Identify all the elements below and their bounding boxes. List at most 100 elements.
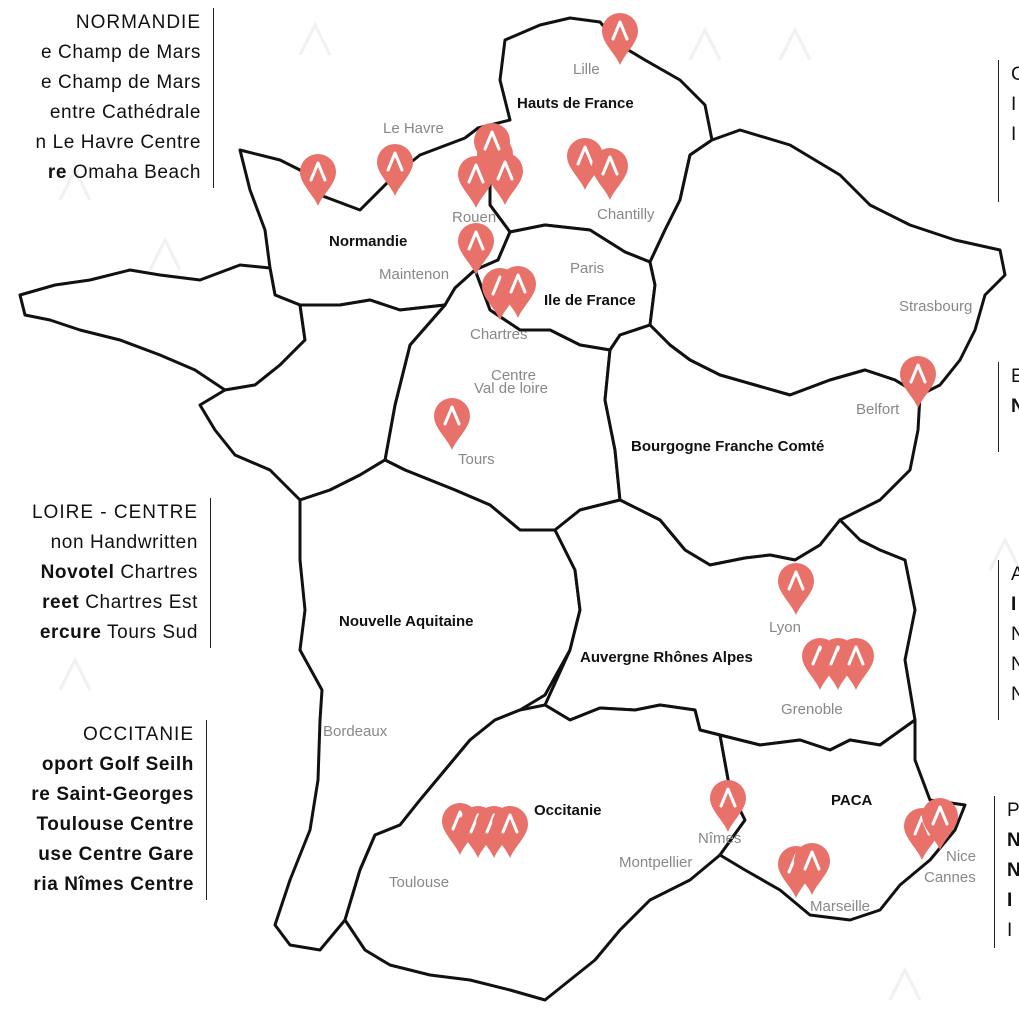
location-pin-icon[interactable] <box>794 843 830 895</box>
hotel-entry[interactable]: N <box>1011 650 1019 680</box>
panel-hauts-de-france: C I I <box>998 60 1019 202</box>
hotel-entry[interactable]: n Le Havre Centre <box>36 128 201 158</box>
hotel-brand: re <box>47 162 68 183</box>
hotel-entry[interactable]: use Centre Gare <box>31 840 194 870</box>
region-occitanie[interactable] <box>343 703 747 1002</box>
hotel-entry[interactable]: I <box>1007 886 1019 916</box>
hotel-name: N <box>1007 860 1019 881</box>
region-grand-est[interactable] <box>648 128 1007 397</box>
hotel-entry[interactable]: reet Chartres Est <box>32 588 198 618</box>
city-label: Nîmes <box>698 830 741 847</box>
panel-occitanie: OCCITANIE oport Golf Seilh re Saint-Geor… <box>31 720 207 900</box>
region-label-normandie: Normandie <box>329 233 407 250</box>
hotel-brand: Novotel <box>40 562 115 583</box>
city-label: Lyon <box>769 619 801 636</box>
location-pin-icon[interactable] <box>377 144 413 196</box>
hotel-pins <box>300 13 958 898</box>
hotel-name: e Champ de Mars <box>40 72 201 93</box>
hotel-name: Chartres Est <box>79 592 198 613</box>
panel-title: LOIRE - CENTRE <box>31 502 198 523</box>
location-pin-icon[interactable] <box>458 223 494 275</box>
panel-loire-centre: LOIRE - CENTRE non Handwritten Novotel C… <box>32 498 211 648</box>
hotel-entry[interactable]: I <box>1011 590 1019 620</box>
hotel-entry[interactable]: N <box>1011 392 1019 422</box>
hotel-entry[interactable]: Toulouse Centre <box>31 810 194 840</box>
hotel-name: re Saint-Georges <box>31 784 194 805</box>
region-label-val-de-loire: Val de loire <box>474 380 548 397</box>
region-label-hauts-de-france: Hauts de France <box>517 95 634 112</box>
region-label-occitanie: Occitanie <box>534 802 602 819</box>
location-pin-icon[interactable] <box>922 798 958 850</box>
city-label: Cannes <box>924 869 976 886</box>
city-labels: Lille Le Havre Rouen Chantilly Paris Mai… <box>323 61 976 915</box>
hotel-name: Omaha Beach <box>67 162 201 183</box>
panel-title: OCCITANIE <box>82 724 194 745</box>
panel-title: P <box>1007 800 1019 821</box>
hotel-name: I <box>1007 890 1013 911</box>
city-label: Chantilly <box>597 206 655 223</box>
hotel-entry[interactable]: ercure Tours Sud <box>32 618 198 648</box>
hotel-name: ria Nîmes Centre <box>33 874 194 895</box>
panel-title: NORMANDIE <box>75 12 201 33</box>
city-label: Marseille <box>810 898 870 915</box>
hotel-name: N <box>1011 396 1019 417</box>
city-label: Strasbourg <box>899 298 972 315</box>
hotel-entry[interactable]: C <box>1011 60 1019 90</box>
hotel-entry[interactable]: re Omaha Beach <box>36 158 201 188</box>
hotel-name: C <box>1011 64 1019 85</box>
hotel-entry[interactable]: N <box>1007 826 1019 856</box>
panel-title: E <box>1011 366 1019 387</box>
hotel-name: oport Golf Seilh <box>41 754 194 775</box>
region-bretagne[interactable] <box>18 263 307 392</box>
region-label-nouvelle-aquitaine: Nouvelle Aquitaine <box>339 613 473 630</box>
hotel-name: N <box>1007 830 1019 851</box>
city-label: Chartres <box>470 326 528 343</box>
hotel-entry[interactable]: oport Golf Seilh <box>31 750 194 780</box>
location-pin-icon[interactable] <box>474 123 510 175</box>
hotel-name: entre Cathédrale <box>49 102 201 123</box>
hotel-entry[interactable]: I <box>1011 120 1019 150</box>
hotel-entry[interactable]: I <box>1007 916 1019 946</box>
hotel-entry[interactable]: non Handwritten <box>32 528 198 558</box>
hotel-entry[interactable]: N <box>1007 856 1019 886</box>
hotel-name: N <box>1011 654 1019 675</box>
location-pin-icon[interactable] <box>900 356 936 408</box>
hotel-name: non Handwritten <box>50 532 198 553</box>
location-pin-icon[interactable] <box>710 780 746 832</box>
hotel-entry[interactable]: I <box>1011 90 1019 120</box>
hotel-brand: ercure <box>39 622 102 643</box>
hotel-entry[interactable]: Novotel Chartres <box>32 558 198 588</box>
hotel-entry[interactable]: e Champ de Mars <box>36 38 201 68</box>
city-label: Toulouse <box>389 874 449 891</box>
location-pin-icon[interactable] <box>602 13 638 65</box>
region-label-centre: Centre <box>491 367 536 384</box>
hotel-name: I <box>1011 94 1017 115</box>
hotel-entry[interactable]: N <box>1011 680 1019 710</box>
location-pin-icon[interactable] <box>592 148 628 200</box>
city-label: Le Havre <box>383 120 444 137</box>
city-label: Montpellier <box>619 854 692 871</box>
location-pin-icon[interactable] <box>567 138 603 190</box>
location-pin-icon[interactable] <box>434 398 470 450</box>
location-pin-icon[interactable] <box>492 806 528 858</box>
location-pin-icon[interactable] <box>838 638 874 690</box>
city-label: Paris <box>570 260 604 277</box>
hotel-name: Tours Sud <box>101 622 198 643</box>
hotel-entry[interactable]: N <box>1011 620 1019 650</box>
hotel-entry[interactable]: ria Nîmes Centre <box>31 870 194 900</box>
location-pin-icon[interactable] <box>500 266 536 318</box>
city-label: Bordeaux <box>323 723 388 740</box>
hotel-brand: reet <box>42 592 80 613</box>
panel-paca: P N N I I <box>994 796 1019 948</box>
hotel-name: Toulouse Centre <box>36 814 194 835</box>
hotel-name: N <box>1011 684 1019 705</box>
location-pin-icon[interactable] <box>300 154 336 206</box>
region-labels: Hauts de France Normandie Ile de France … <box>329 95 873 819</box>
panel-auvergne-rhone-alpes: A I N N N <box>998 560 1019 720</box>
hotel-entry[interactable]: entre Cathédrale <box>36 98 201 128</box>
hotel-entry[interactable]: re Saint-Georges <box>31 780 194 810</box>
city-label: Nice <box>946 848 976 865</box>
location-pin-icon[interactable] <box>778 563 814 615</box>
hotel-entry[interactable]: e Champ de Mars <box>36 68 201 98</box>
hotel-name: n Le Havre Centre <box>35 132 201 153</box>
